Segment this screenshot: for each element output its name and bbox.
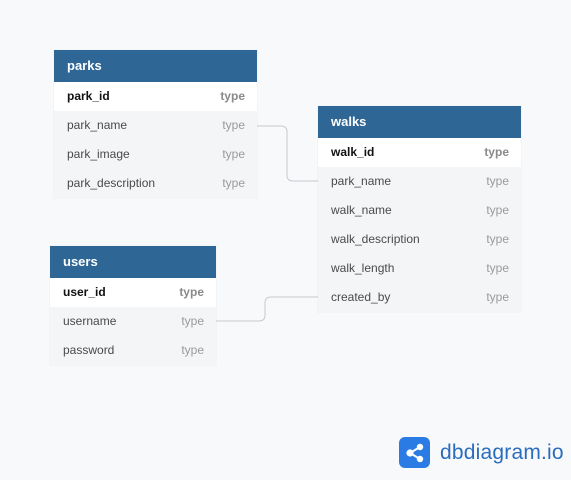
field-name: park_description bbox=[67, 176, 156, 190]
table-walks[interactable]: walks walk_id type park_name type walk_n… bbox=[318, 106, 521, 312]
field-row[interactable]: password type bbox=[50, 336, 216, 365]
table-header[interactable]: walks bbox=[318, 106, 521, 138]
field-name: walk_length bbox=[331, 261, 395, 275]
relationship-parks-walks bbox=[257, 125, 318, 182]
field-name: park_name bbox=[67, 118, 128, 132]
field-name: park_id bbox=[67, 89, 110, 103]
field-name: walk_description bbox=[331, 232, 420, 246]
field-name: walk_id bbox=[331, 145, 375, 159]
field-row[interactable]: park_id type bbox=[54, 82, 257, 111]
field-name: park_name bbox=[331, 174, 392, 188]
field-row[interactable]: park_image type bbox=[54, 140, 257, 169]
field-row[interactable]: user_id type bbox=[50, 278, 216, 307]
table-parks[interactable]: parks park_id type park_name type park_i… bbox=[54, 50, 257, 198]
field-type: type bbox=[181, 314, 204, 328]
field-type: type bbox=[222, 176, 245, 190]
field-type: type bbox=[486, 174, 509, 188]
field-row[interactable]: created_by type bbox=[318, 283, 521, 312]
field-name: user_id bbox=[63, 285, 106, 299]
table-header[interactable]: parks bbox=[54, 50, 257, 82]
field-type: type bbox=[486, 203, 509, 217]
field-type: type bbox=[484, 145, 509, 159]
field-row[interactable]: park_name type bbox=[318, 167, 521, 196]
field-name: username bbox=[63, 314, 117, 328]
field-type: type bbox=[486, 261, 509, 275]
field-type: type bbox=[222, 147, 245, 161]
share-nodes-icon-glyph bbox=[405, 443, 423, 462]
brand-name: dbdiagram.io bbox=[440, 440, 564, 464]
field-name: walk_name bbox=[331, 203, 392, 217]
table-header[interactable]: users bbox=[50, 246, 216, 278]
field-type: type bbox=[486, 290, 509, 304]
field-row[interactable]: park_name type bbox=[54, 111, 257, 140]
relationship-users-walks bbox=[216, 296, 318, 322]
field-type: type bbox=[222, 118, 245, 132]
field-type: type bbox=[486, 232, 509, 246]
field-row[interactable]: username type bbox=[50, 307, 216, 336]
table-users[interactable]: users user_id type username type passwor… bbox=[50, 246, 216, 365]
field-row[interactable]: walk_length type bbox=[318, 254, 521, 283]
field-type: type bbox=[220, 89, 245, 103]
field-row[interactable]: park_description type bbox=[54, 169, 257, 198]
field-name: created_by bbox=[331, 290, 391, 304]
field-row[interactable]: walk_name type bbox=[318, 196, 521, 225]
field-type: type bbox=[179, 285, 204, 299]
field-type: type bbox=[181, 343, 204, 357]
field-row[interactable]: walk_id type bbox=[318, 138, 521, 167]
field-row[interactable]: walk_description type bbox=[318, 225, 521, 254]
brand-logo[interactable]: dbdiagram.io bbox=[399, 437, 564, 468]
field-name: park_image bbox=[67, 147, 130, 161]
field-name: password bbox=[63, 343, 115, 357]
share-nodes-icon bbox=[399, 437, 430, 468]
